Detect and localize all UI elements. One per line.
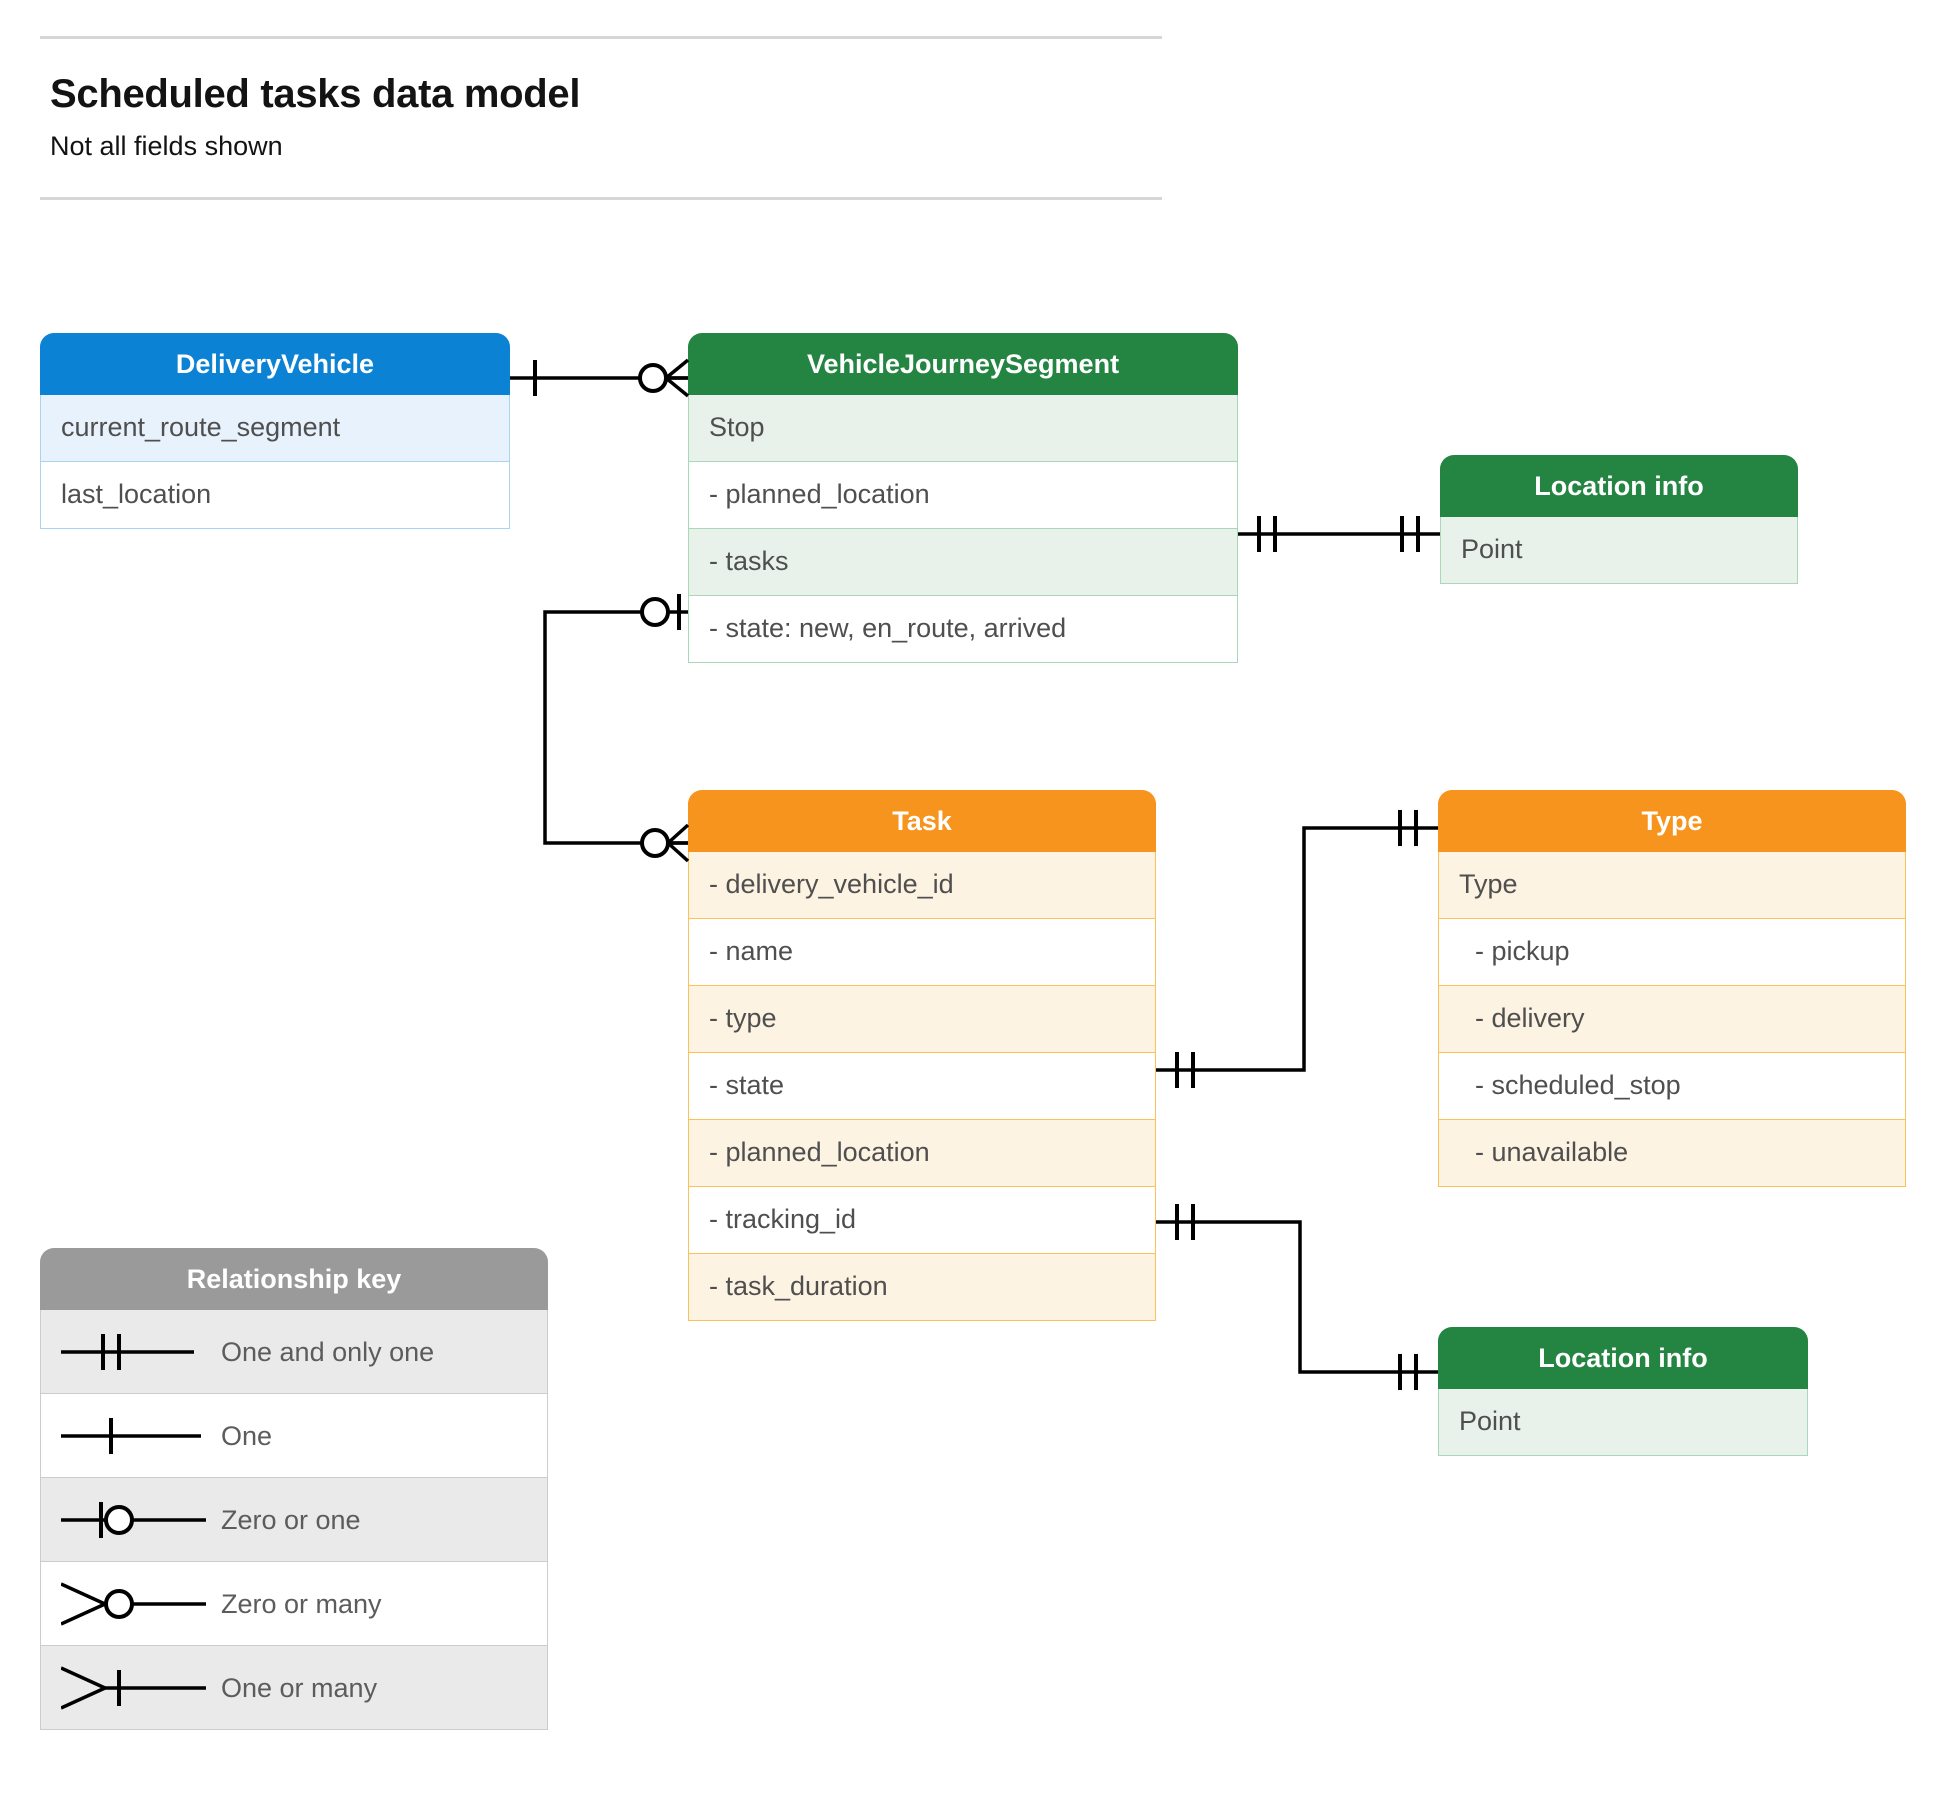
one-or-many-icon [60,1646,206,1729]
legend-item-zero-or-many: Zero or many [40,1562,548,1646]
entity-delivery-vehicle-title: DeliveryVehicle [40,333,510,395]
entity-location-info-top-title: Location info [1440,455,1798,517]
entity-row[interactable]: Type [1438,852,1906,919]
entity-row[interactable]: Point [1440,517,1798,584]
entity-row[interactable]: - name [688,919,1156,986]
legend-item-label: One or many [221,1673,378,1703]
entity-type-title: Type [1438,790,1906,852]
entity-row[interactable]: - delivery_vehicle_id [688,852,1156,919]
entity-row[interactable]: - planned_location [688,1120,1156,1187]
entity-location-info-bottom-title: Location info [1438,1327,1808,1389]
entity-row[interactable]: last_location [40,462,510,529]
zero-or-many-icon [60,1562,206,1645]
entity-row[interactable]: - state: new, en_route, arrived [688,596,1238,663]
entity-row[interactable]: - delivery [1438,986,1906,1053]
connector-deliveryvehicle-vehiclejourneysegment [510,358,690,398]
entity-task-title: Task [688,790,1156,852]
connector-task-type-type [1156,810,1438,1088]
legend-item-one-and-only-one: One and only one [40,1310,548,1394]
entity-row[interactable]: Stop [688,395,1238,462]
legend-item-label: Zero or one [221,1505,361,1535]
entity-type[interactable]: Type Type - pickup - delivery - schedule… [1438,790,1906,1187]
relationship-key-title: Relationship key [40,1248,548,1310]
entity-location-info-bottom[interactable]: Location info Point [1438,1327,1808,1456]
legend-item-one-or-many: One or many [40,1646,548,1730]
legend-item-zero-or-one: Zero or one [40,1478,548,1562]
legend-item-label: One [221,1421,273,1451]
entity-row[interactable]: - state [688,1053,1156,1120]
header-divider-top [40,36,1162,39]
entity-delivery-vehicle[interactable]: DeliveryVehicle current_route_segment la… [40,333,510,529]
entity-row[interactable]: - planned_location [688,462,1238,529]
entity-vehicle-journey-segment[interactable]: VehicleJourneySegment Stop - planned_loc… [688,333,1238,663]
relationship-key-panel: Relationship key One and only one One [40,1248,548,1730]
page-title: Scheduled tasks data model [50,72,581,116]
header-divider-bottom [40,197,1162,200]
entity-row[interactable]: Point [1438,1389,1808,1456]
legend-item-one: One [40,1394,548,1478]
entity-row[interactable]: - tasks [688,529,1238,596]
entity-vehicle-journey-segment-title: VehicleJourneySegment [688,333,1238,395]
connector-vjs-tasks-task [543,594,690,863]
page-subtitle: Not all fields shown [50,131,283,161]
one-icon [61,1394,206,1477]
zero-or-one-icon [61,1478,206,1561]
entity-row[interactable]: - pickup [1438,919,1906,986]
legend-item-label: One and only one [221,1337,435,1367]
entity-row[interactable]: - scheduled_stop [1438,1053,1906,1120]
entity-task[interactable]: Task - delivery_vehicle_id - name - type… [688,790,1156,1321]
one-and-only-one-icon [61,1310,206,1393]
legend-item-label: Zero or many [221,1589,382,1619]
entity-row[interactable]: - tracking_id [688,1187,1156,1254]
entity-row[interactable]: - task_duration [688,1254,1156,1321]
entity-location-info-top[interactable]: Location info Point [1440,455,1798,584]
entity-row[interactable]: current_route_segment [40,395,510,462]
entity-row[interactable]: - type [688,986,1156,1053]
entity-row[interactable]: - unavailable [1438,1120,1906,1187]
connector-task-plannedlocation-locationinfo [1156,1204,1438,1390]
connector-vjs-plannedlocation-locationinfo [1238,516,1440,552]
